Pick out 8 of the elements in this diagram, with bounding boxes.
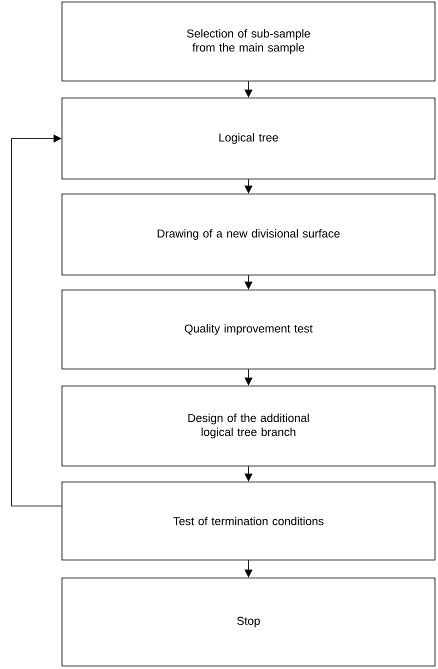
- process-box: Quality improvement test: [62, 290, 436, 370]
- process-box: Stop: [62, 578, 436, 666]
- arrow: [11, 134, 62, 506]
- process-box: Selection of sub-sample from the main sample: [62, 2, 436, 82]
- process-box: Design of the additional logical tree branch: [62, 386, 436, 466]
- process-box: Drawing of a new divisional surface: [62, 194, 436, 276]
- process-box: Logical tree: [62, 98, 436, 180]
- process-box: Test of termination conditions: [62, 482, 436, 560]
